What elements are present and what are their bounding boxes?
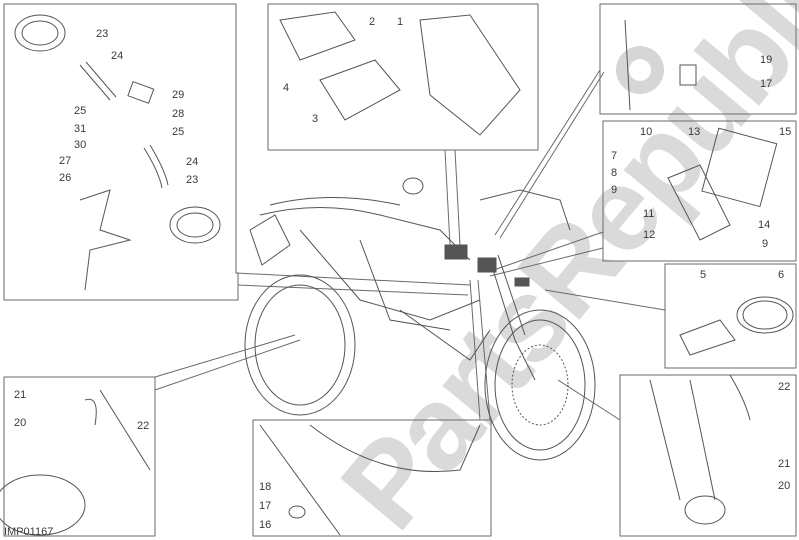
part-label: 26: [59, 172, 72, 184]
part-label: 17: [760, 78, 773, 90]
part-label: 15: [779, 126, 792, 138]
part-label: 11: [643, 208, 655, 220]
part-label: 1: [397, 16, 404, 28]
panel-mid-right: [602, 120, 797, 262]
part-label: 27: [59, 155, 72, 167]
part-label: 10: [640, 126, 653, 138]
callout-lines: [154, 69, 666, 421]
diagram-reference-code: IMP01167: [4, 526, 54, 538]
part-label: 4: [283, 82, 290, 94]
part-label: 3: [312, 113, 319, 125]
part-label: 9: [611, 184, 618, 196]
panel-top-right: [599, 3, 797, 115]
part-label: 29: [172, 89, 185, 101]
part-label: 22: [778, 381, 791, 393]
part-label: 25: [172, 126, 185, 138]
part-label: 23: [186, 174, 199, 186]
part-label: 28: [172, 108, 185, 120]
part-label: 6: [778, 269, 785, 281]
panel-bottom-left: [3, 376, 156, 537]
part-label: 8: [611, 167, 618, 179]
part-label: 23: [96, 28, 109, 40]
part-label: 2: [369, 16, 376, 28]
part-label: 31: [74, 123, 87, 135]
part-label: 24: [186, 156, 199, 168]
part-label: 16: [259, 519, 272, 531]
part-label: 20: [778, 480, 791, 492]
panel-top-left: [3, 3, 239, 301]
part-label: 13: [688, 126, 701, 138]
part-label: 18: [259, 481, 272, 493]
part-label: 20: [14, 417, 27, 429]
motorcycle-illustration: [244, 177, 596, 461]
part-label: 5: [700, 269, 707, 281]
part-label: 9: [762, 238, 769, 250]
part-label: 21: [14, 389, 27, 401]
part-label: 30: [74, 139, 87, 151]
svg-text:PartsRepublik: PartsRepublik: [316, 0, 799, 540]
panel-bottom-right: [619, 374, 797, 537]
panel-bottom-center: [252, 419, 492, 537]
part-label: 22: [137, 420, 150, 432]
part-sketches: [0, 11, 794, 536]
part-label: 7: [611, 150, 618, 162]
part-label: 24: [111, 50, 124, 62]
part-label: 21: [778, 458, 791, 470]
panel-top-center: [267, 3, 539, 151]
part-label: 19: [760, 54, 773, 66]
part-label: 12: [643, 229, 656, 241]
part-label: 25: [74, 105, 87, 117]
watermark: PartsRepublik: [316, 0, 799, 540]
part-label: 17: [259, 500, 272, 512]
part-label: 14: [758, 219, 771, 231]
panel-horn: [664, 263, 797, 369]
